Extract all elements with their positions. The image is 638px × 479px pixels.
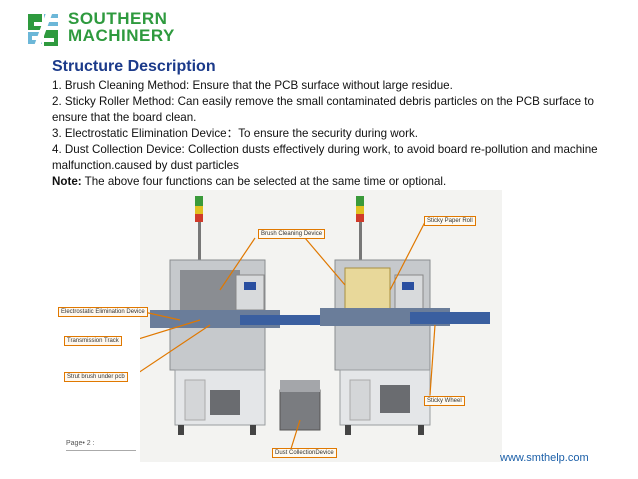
note-label: Note: xyxy=(52,175,82,188)
page-number: Page• 2 : xyxy=(66,440,95,447)
right-machine xyxy=(320,196,490,435)
item-dust-collection: 4. Dust Collection Device: Collection du… xyxy=(52,143,598,172)
callout-strut-brush: Strut brush under pcb xyxy=(64,372,128,382)
southern-machinery-logo-icon xyxy=(24,10,60,50)
logo-line-2: MACHINERY xyxy=(68,26,175,45)
item-electrostatic: 3. Electrostatic Elimination Device：To e… xyxy=(52,127,419,140)
dust-collection-box xyxy=(279,380,321,431)
note-paragraph: Note: The above four functions can be se… xyxy=(52,174,612,190)
item-sticky-roller: 2. Sticky Roller Method: Can easily remo… xyxy=(52,95,594,124)
structure-description-text: 1. Brush Cleaning Method: Ensure that th… xyxy=(52,78,612,190)
page-title: Structure Description xyxy=(52,58,216,75)
logo-wordmark: SOUTHERN MACHINERY xyxy=(68,10,175,44)
callout-brush-cleaning: Brush Cleaning Device xyxy=(258,229,326,239)
left-machine xyxy=(150,196,320,435)
callout-transmission: Transmission Track xyxy=(64,336,122,346)
item-brush-cleaning: 1. Brush Cleaning Method: Ensure that th… xyxy=(52,79,453,92)
callout-electrostatic: Electrostatic Elimination Device xyxy=(58,307,148,317)
callout-sticky-wheel: Sticky Wheel xyxy=(424,396,465,406)
logo-line-1: SOUTHERN xyxy=(68,9,168,28)
note-text: The above four functions can be selected… xyxy=(81,175,447,188)
website-link[interactable]: www.smthelp.com xyxy=(500,452,589,464)
footer-divider xyxy=(66,450,136,451)
callout-dust-collection: Dust CollectionDevice xyxy=(272,448,337,458)
callout-sticky-paper-roll: Sticky Paper Roll xyxy=(424,216,476,226)
